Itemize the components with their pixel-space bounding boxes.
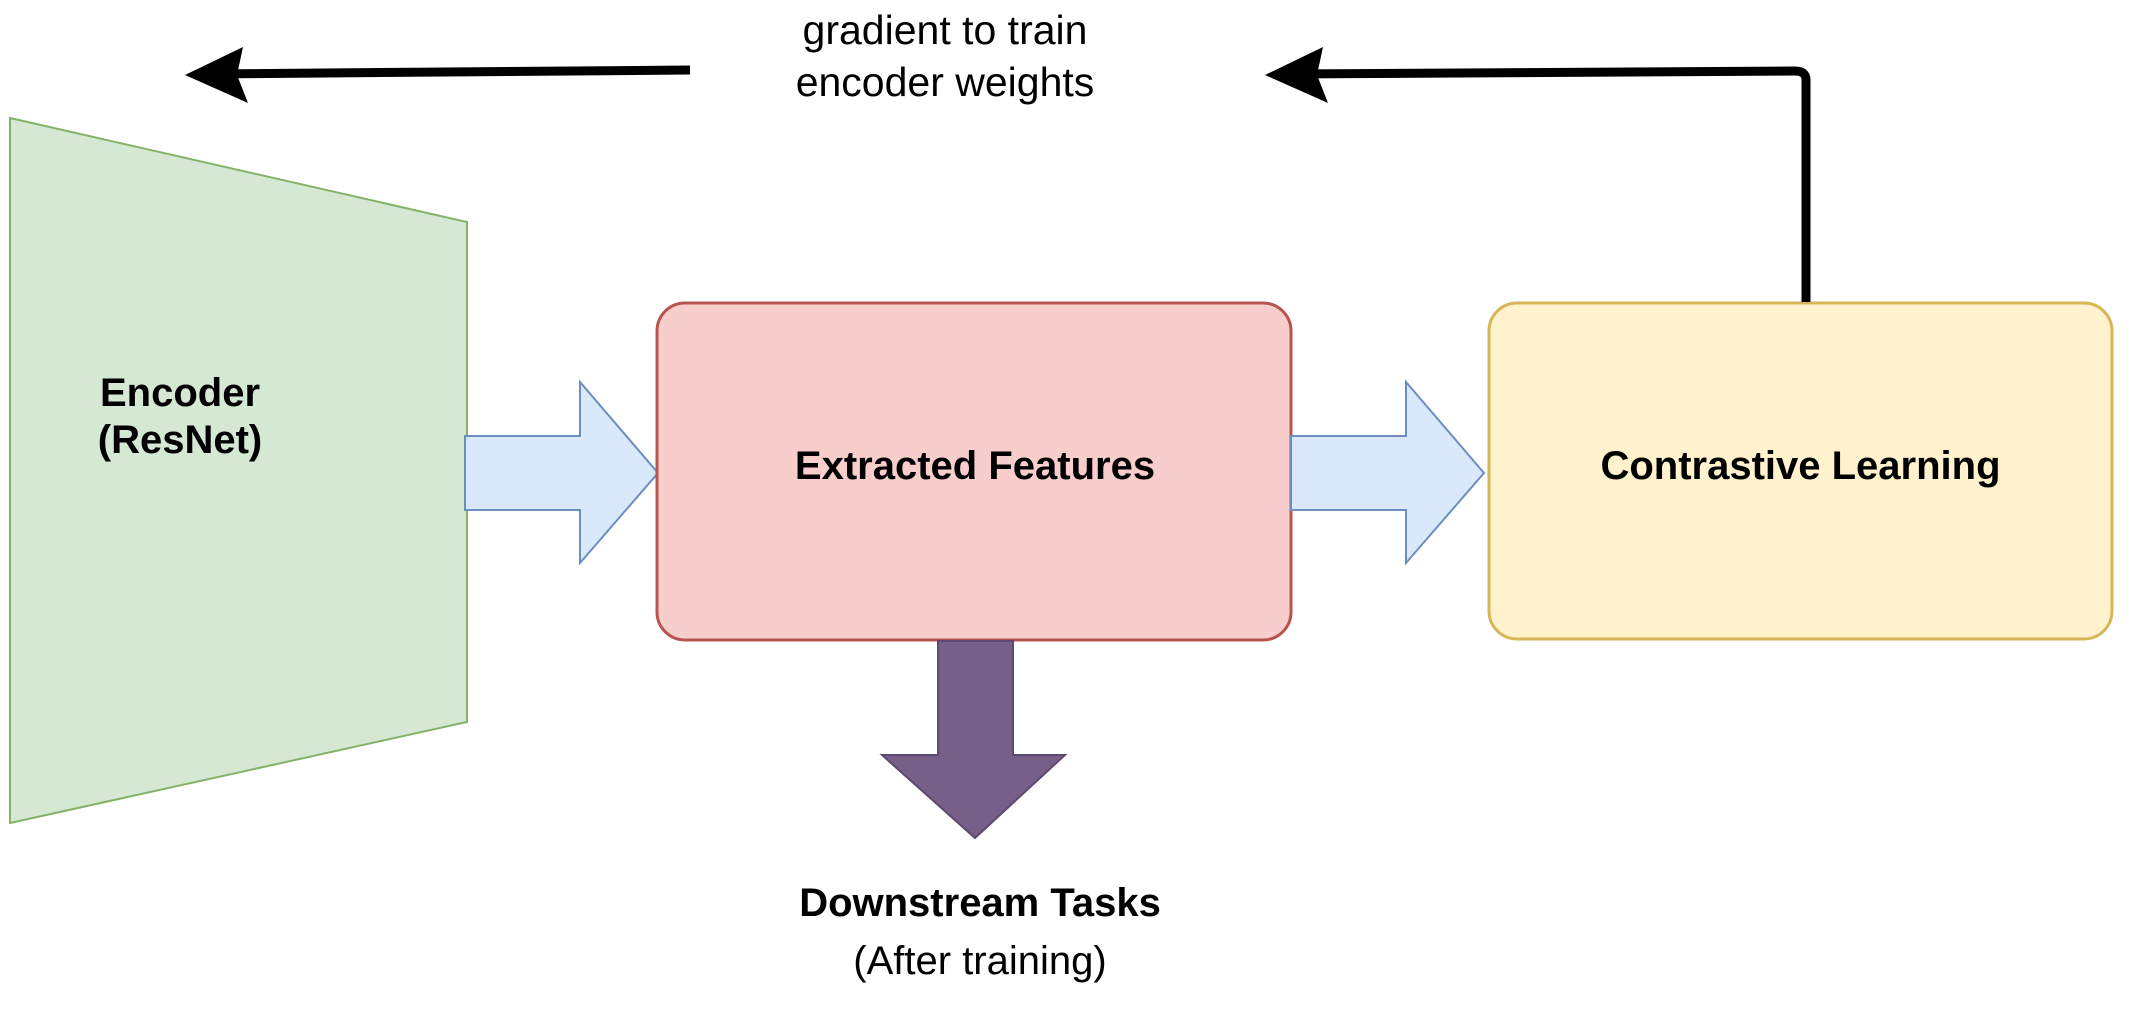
encoder-to-features-arrow[interactable] [464, 379, 660, 566]
extracted-features-node-shape[interactable] [655, 301, 1293, 642]
gradient-feedback-left-segment [185, 47, 691, 103]
contrastive-learning-node-shape[interactable] [1487, 301, 2114, 641]
features-to-downstream-arrow[interactable] [879, 640, 1068, 840]
gradient-feedback-right-segment [1265, 47, 1811, 302]
features-to-contrastive-arrow[interactable] [1290, 379, 1486, 566]
encoder-node-shape[interactable] [9, 116, 468, 825]
